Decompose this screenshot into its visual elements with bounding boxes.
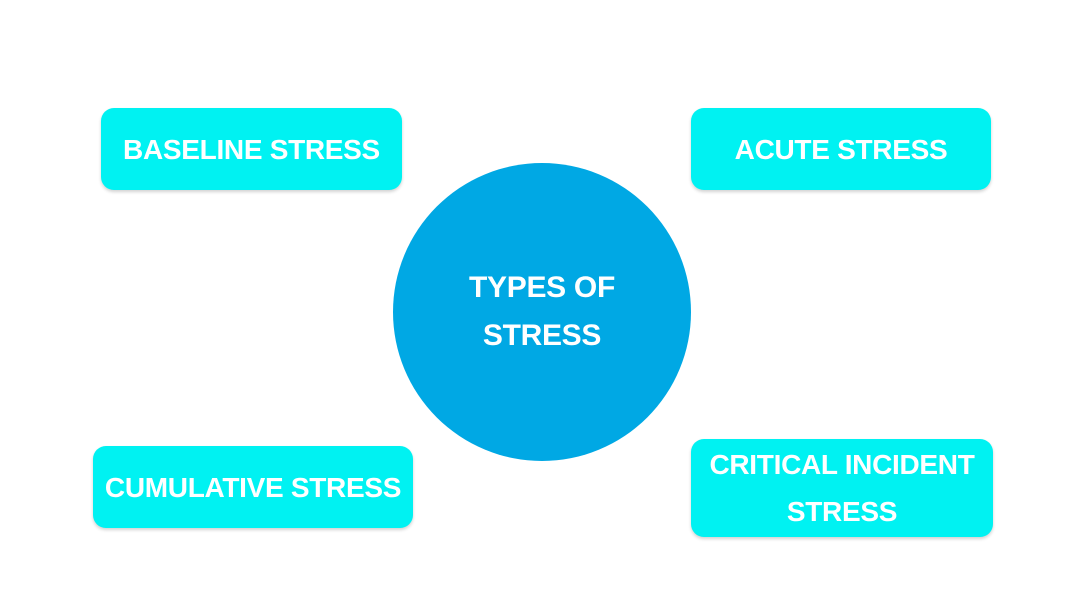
- center-circle-types-of-stress: TYPES OF STRESS: [393, 163, 691, 461]
- node-cumulative-stress-label: CUMULATIVE STRESS: [104, 471, 402, 503]
- node-acute-stress: ACUTE STRESS: [691, 108, 991, 190]
- center-circle-label: TYPES OF STRESS: [469, 271, 615, 352]
- node-baseline-stress: BASELINE STRESS: [101, 108, 402, 190]
- node-acute-stress-label: ACUTE STRESS: [734, 133, 948, 165]
- node-baseline-stress-label: BASELINE STRESS: [123, 133, 380, 165]
- node-critical-incident-stress: CRITICAL INCIDENT STRESS: [691, 439, 993, 537]
- node-cumulative-stress: CUMULATIVE STRESS: [93, 446, 413, 528]
- node-critical-incident-stress-label: CRITICAL INCIDENT STRESS: [709, 449, 975, 527]
